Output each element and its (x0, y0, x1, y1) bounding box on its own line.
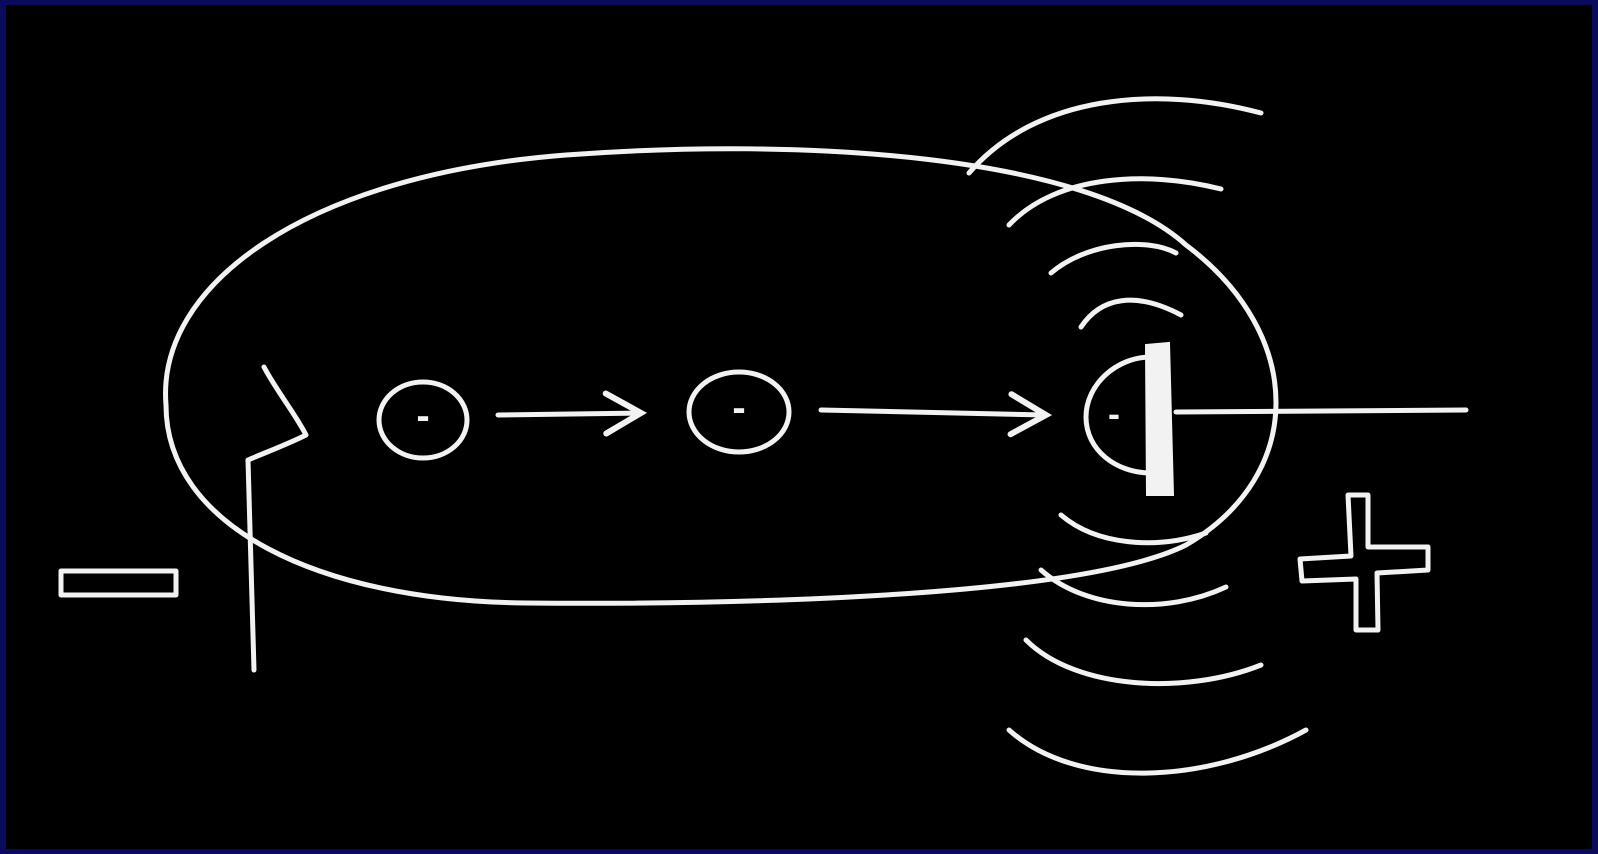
electron-arrow-1 (498, 413, 641, 415)
xray-wave-lower-3 (1026, 640, 1261, 684)
electron-arrow-2 (821, 410, 1046, 415)
electron-2-sign: - (732, 386, 745, 430)
xray-wave-lower-4 (1009, 730, 1306, 773)
anode-target (1146, 343, 1173, 495)
xray-wave-lower-1 (1061, 515, 1206, 543)
xray-waves (969, 99, 1306, 773)
xray-tube-sketch: - - - (6, 5, 1592, 849)
plus-sign (1300, 495, 1428, 630)
blackboard-diagram: - - - (6, 5, 1592, 849)
electron-1: - (379, 382, 467, 458)
electron-3: - (1086, 357, 1151, 473)
electron-3-sign: - (1108, 393, 1120, 434)
xray-wave-upper-1 (1081, 300, 1181, 327)
electron-2: - (689, 372, 789, 452)
cathode-filament (248, 367, 306, 670)
xray-wave-upper-2 (1051, 244, 1176, 273)
electron-1-sign: - (416, 394, 429, 438)
anode-lead (1176, 410, 1466, 412)
xray-wave-upper-4 (969, 99, 1261, 173)
minus-sign (61, 571, 176, 595)
